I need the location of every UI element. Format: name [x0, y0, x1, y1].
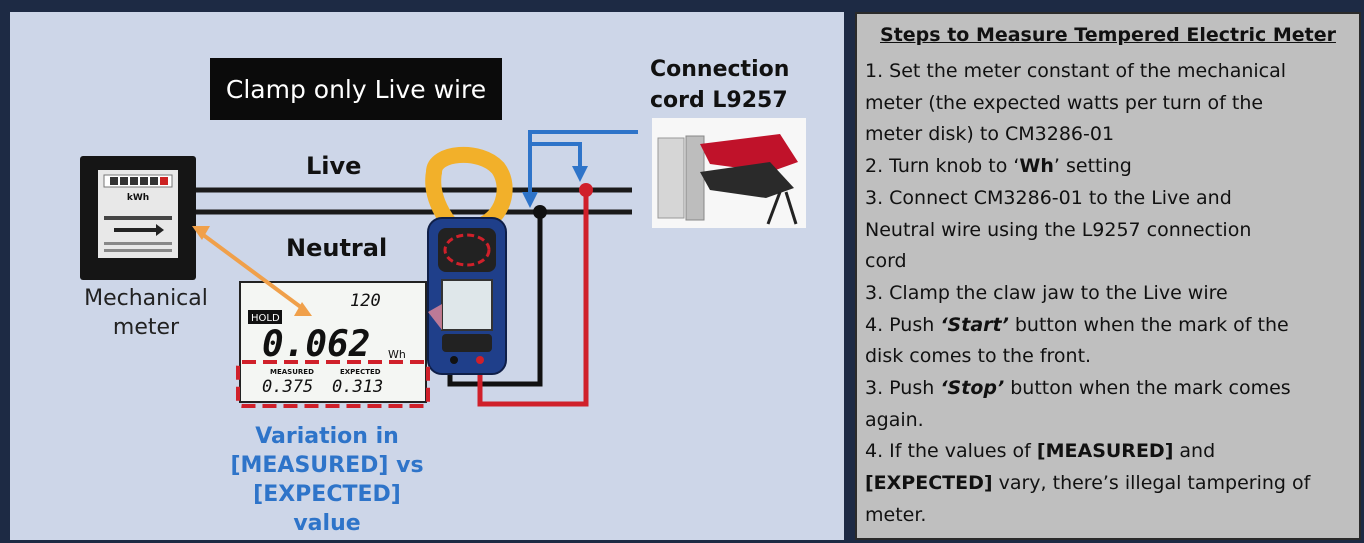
variation-line1: Variation in: [255, 424, 399, 449]
step-text: button when the mark comes: [1004, 377, 1291, 399]
clamp-meter: [425, 147, 513, 375]
lcd-measured-label: MEASURED: [270, 368, 314, 376]
lcd-expected-label: EXPECTED: [340, 368, 381, 376]
step-text: again.: [865, 408, 924, 431]
variation-caption: Variation in [MEASURED] vs [EXPECTED] va…: [218, 422, 436, 538]
mechanical-meter-label: Mechanical meter: [72, 284, 220, 342]
meter-unit-label: kWh: [127, 193, 149, 203]
step-text: vary, there’s illegal tampering of: [992, 472, 1311, 495]
step-line: 4. Push ‘Start’ button when the mark of …: [865, 310, 1289, 342]
mechanical-meter: kWh: [80, 156, 196, 280]
step-text: cord: [865, 250, 907, 273]
lcd-expected-value: 0.313: [332, 377, 383, 397]
step-line: Neutral wire using the L9257 connection: [865, 215, 1251, 247]
step-text: 2. Turn knob to ‘: [865, 155, 1020, 178]
step-line: meter.: [865, 500, 926, 532]
step-text: meter disk) to CM3286-01: [865, 123, 1115, 146]
step-text: Wh: [1019, 155, 1054, 178]
step-text: [EXPECTED]: [865, 472, 993, 495]
variation-highlight: [236, 360, 430, 408]
lcd-display: 120 HOLD 0.062 Wh MEASURED EXPECTED 0.37…: [236, 281, 430, 408]
lcd-top-value: 120: [350, 291, 381, 311]
connection-lead: [528, 130, 638, 198]
connection-label-line1: Connection: [650, 57, 790, 82]
step-text: [MEASURED]: [1036, 440, 1174, 463]
step-text: and: [1173, 440, 1216, 463]
step-line: 4. If the values of [MEASURED] and: [865, 436, 1215, 468]
step-text: 4. If the values of: [865, 440, 1037, 463]
step-text: 3. Connect CM3286-01 to the Live and: [865, 186, 1232, 209]
step-text: 4. Push: [865, 313, 941, 336]
lcd-main-value: 0.062: [262, 324, 370, 365]
steps-title: Steps to Measure Tempered Electric Meter: [880, 24, 1336, 46]
step-line: 3. Clamp the claw jaw to the Live wire: [865, 278, 1228, 310]
step-text: ’ setting: [1053, 155, 1132, 178]
step-line: [EXPECTED] vary, there’s illegal tamperi…: [865, 468, 1310, 500]
lcd-measured-value: 0.375: [262, 377, 313, 397]
step-line: disk comes to the front.: [865, 341, 1091, 373]
step-line: meter (the expected watts per turn of th…: [865, 88, 1263, 120]
step-line: 3. Connect CM3286-01 to the Live and: [865, 183, 1232, 215]
variation-line2: [MEASURED] vs: [230, 453, 424, 478]
step-line: 1. Set the meter constant of the mechani…: [865, 56, 1286, 88]
lcd-main-unit: Wh: [388, 348, 406, 361]
mechanical-label-line1: Mechanical: [84, 286, 208, 311]
step-text: ‘Start’: [940, 313, 1009, 336]
orange-arrow: [192, 226, 312, 316]
diagram-panel: kWh: [10, 12, 844, 540]
frame: kWh: [4, 6, 1361, 540]
step-text: disk comes to the front.: [865, 345, 1092, 368]
step-line: meter disk) to CM3286-01: [865, 119, 1114, 151]
mechanical-label-line2: meter: [112, 315, 180, 340]
connection-cord-label: Connection cord L9257: [650, 54, 789, 116]
steps-panel: Steps to Measure Tempered Electric Meter…: [855, 12, 1361, 540]
step-line: 3. Push ‘Stop’ button when the mark come…: [865, 373, 1291, 405]
red-lead: [477, 190, 589, 407]
lcd-hold-label: HOLD: [251, 313, 280, 324]
step-line: again.: [865, 405, 924, 437]
callout-clamp-live: Clamp only Live wire: [210, 58, 502, 120]
step-text: 3. Push: [865, 377, 941, 399]
step-text: 3. Clamp the claw jaw to the Live wire: [865, 281, 1228, 304]
step-text: button when the mark of the: [1008, 313, 1289, 336]
step-text: ‘Stop’: [940, 377, 1005, 399]
step-line: 2. Turn knob to ‘Wh’ setting: [865, 151, 1132, 183]
step-text: meter.: [865, 503, 927, 526]
live-label: Live: [306, 152, 362, 180]
neutral-label: Neutral: [286, 234, 388, 262]
connection-label-line2: cord L9257: [650, 88, 788, 113]
connection-cord-photo: [652, 118, 806, 228]
wiring-diagram: kWh: [80, 118, 806, 408]
step-text: Neutral wire using the L9257 connection: [865, 218, 1252, 241]
step-text: 1. Set the meter constant of the mechani…: [865, 60, 1287, 82]
step-text: meter (the expected watts per turn of th…: [865, 91, 1264, 114]
magnify-wedge: [428, 304, 442, 330]
variation-line3: [EXPECTED] value: [253, 482, 401, 536]
step-line: cord: [865, 246, 907, 278]
